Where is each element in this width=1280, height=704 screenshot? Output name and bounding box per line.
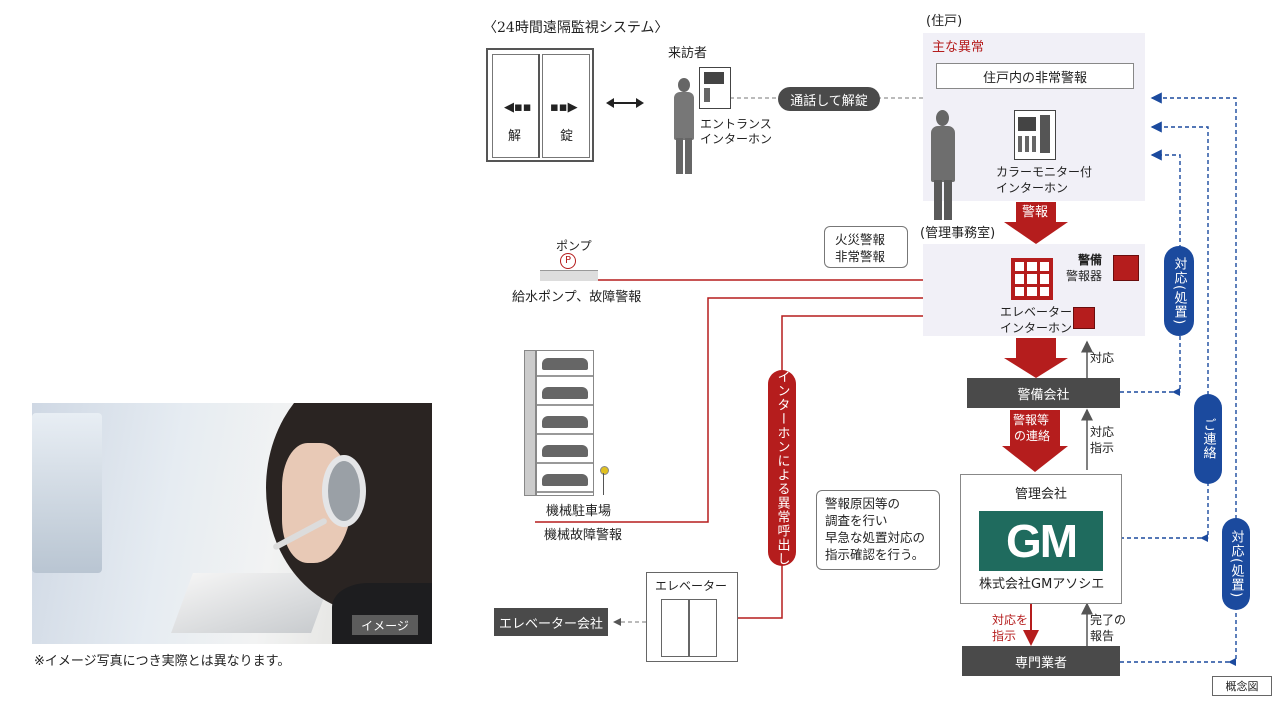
callout-line4: 指示確認を行う。	[825, 547, 925, 562]
instruct-line2: 指示	[992, 629, 1017, 643]
monitor-shape	[32, 413, 102, 573]
resident-person-icon	[928, 110, 958, 220]
concept-label: 概念図	[1212, 676, 1272, 696]
emergency-alarm-box: 住戸内の非常警報	[936, 63, 1134, 89]
elevator-label: エレベーター	[655, 579, 728, 593]
mechanical-parking-icon	[524, 350, 594, 496]
contact-pill: ご連絡	[1194, 394, 1222, 484]
emergency-alarm-text: 非常警報	[835, 249, 886, 264]
instruct-line1: 対応を	[992, 613, 1029, 627]
fire-alarm-callout: 火災警報 非常警報	[824, 226, 908, 268]
alarm-contact-line1: 警報等	[1013, 413, 1050, 427]
lock-label: 錠	[560, 129, 574, 144]
response-treatment-pill-1: 対応(処置)	[1164, 246, 1194, 336]
parking-lamp-icon	[600, 466, 609, 475]
callout-line1: 警報原因等の	[825, 496, 901, 511]
pump-alarm-label: 給水ポンプ、故障警報	[512, 290, 642, 305]
callout-line3: 早急な処置対応の	[825, 530, 926, 545]
main-anomaly-label: 主な異常	[932, 40, 985, 55]
entrance-intercom-icon	[699, 67, 731, 109]
management-callout: 警報原因等の 調査を行い 早急な処置対応の 指示確認を行う。	[816, 490, 940, 570]
call-unlock-pill: 通話して解錠	[778, 87, 880, 111]
color-monitor-line1: カラーモニター付	[996, 165, 1093, 179]
remote-system-title: 〈24時間遠隔監視システム〉	[483, 20, 669, 36]
alarm-arrow: 警報	[1004, 202, 1068, 244]
response-treatment-pill-2: 対応(処置)	[1222, 518, 1250, 610]
residence-label: (住戸)	[926, 14, 963, 29]
management-company-label: 管理会社	[1015, 487, 1068, 502]
elevator-intercom-line2: インターホン	[1000, 321, 1073, 335]
parking-label: 機械駐車場	[546, 504, 612, 519]
management-company-box: 管理会社 GM 株式会社GMアソシエ	[960, 474, 1122, 604]
door-link-arrow	[606, 98, 644, 108]
color-monitor-intercom-icon	[1014, 110, 1056, 160]
alarm-panel-icon	[1011, 258, 1053, 300]
door-left-arrow: ◀▪▪	[504, 100, 532, 115]
door-right-arrow: ▪▪▶	[550, 100, 578, 115]
response-label-1: 対応	[1090, 351, 1115, 365]
pump-label: ポンプ	[556, 239, 592, 253]
gm-logo-text: GM	[1005, 515, 1078, 567]
management-office-label: (管理事務室)	[920, 226, 996, 241]
headset-icon	[322, 455, 366, 527]
elevator-intercom-icon	[1073, 307, 1095, 329]
elevator-company-box: エレベーター会社	[494, 608, 608, 636]
elevator-intercom-line1: エレベーター	[1000, 305, 1073, 319]
management-company-name: 株式会社GMアソシエ	[979, 577, 1105, 592]
callout-line2: 調査を行い	[825, 513, 888, 528]
pump-base	[540, 270, 598, 281]
contractor-box: 専門業者	[962, 646, 1120, 676]
photo-label: イメージ	[352, 615, 418, 635]
security-company-box: 警備会社	[967, 378, 1120, 408]
entrance-intercom-line2: インターホン	[700, 132, 773, 146]
visitor-person-icon	[672, 78, 696, 174]
security-company-arrow	[1004, 338, 1068, 378]
fire-alarm-text: 火災警報	[835, 232, 886, 247]
elevator-box: エレベーター	[646, 572, 738, 662]
alarm-arrow-label: 警報	[1022, 205, 1049, 220]
alarm-contact-line2: の連絡	[1014, 429, 1051, 443]
photo-note: ※イメージ写真につき実際とは異なります。	[34, 654, 291, 669]
alarm-contact-arrow: 警報等 の連絡	[1002, 410, 1068, 472]
report-line2: 報告	[1090, 629, 1115, 643]
door-panel: ◀▪▪ ▪▪▶ 解 錠	[486, 48, 594, 162]
security-alarm-line1: 警備	[1078, 253, 1103, 267]
color-monitor-line2: インターホン	[996, 181, 1069, 195]
parking-alarm-label: 機械故障警報	[544, 528, 623, 543]
report-line1: 完了の	[1090, 613, 1127, 627]
response-instruction-line1: 対応	[1090, 425, 1115, 439]
security-alarm-icon	[1113, 255, 1139, 281]
pump-icon: P	[560, 253, 576, 269]
operator-photo: イメージ	[32, 403, 432, 644]
unlock-label: 解	[508, 129, 522, 144]
security-alarm-line2: 警報器	[1066, 269, 1103, 283]
intercom-call-pill: インターホンによる異常呼出し	[768, 370, 796, 566]
gm-logo: GM	[979, 511, 1103, 571]
parking-alarm-line	[535, 292, 960, 523]
entrance-intercom-line1: エントランス	[700, 117, 772, 131]
visitor-label: 来訪者	[668, 46, 708, 61]
response-instruction-line2: 指示	[1090, 441, 1115, 455]
